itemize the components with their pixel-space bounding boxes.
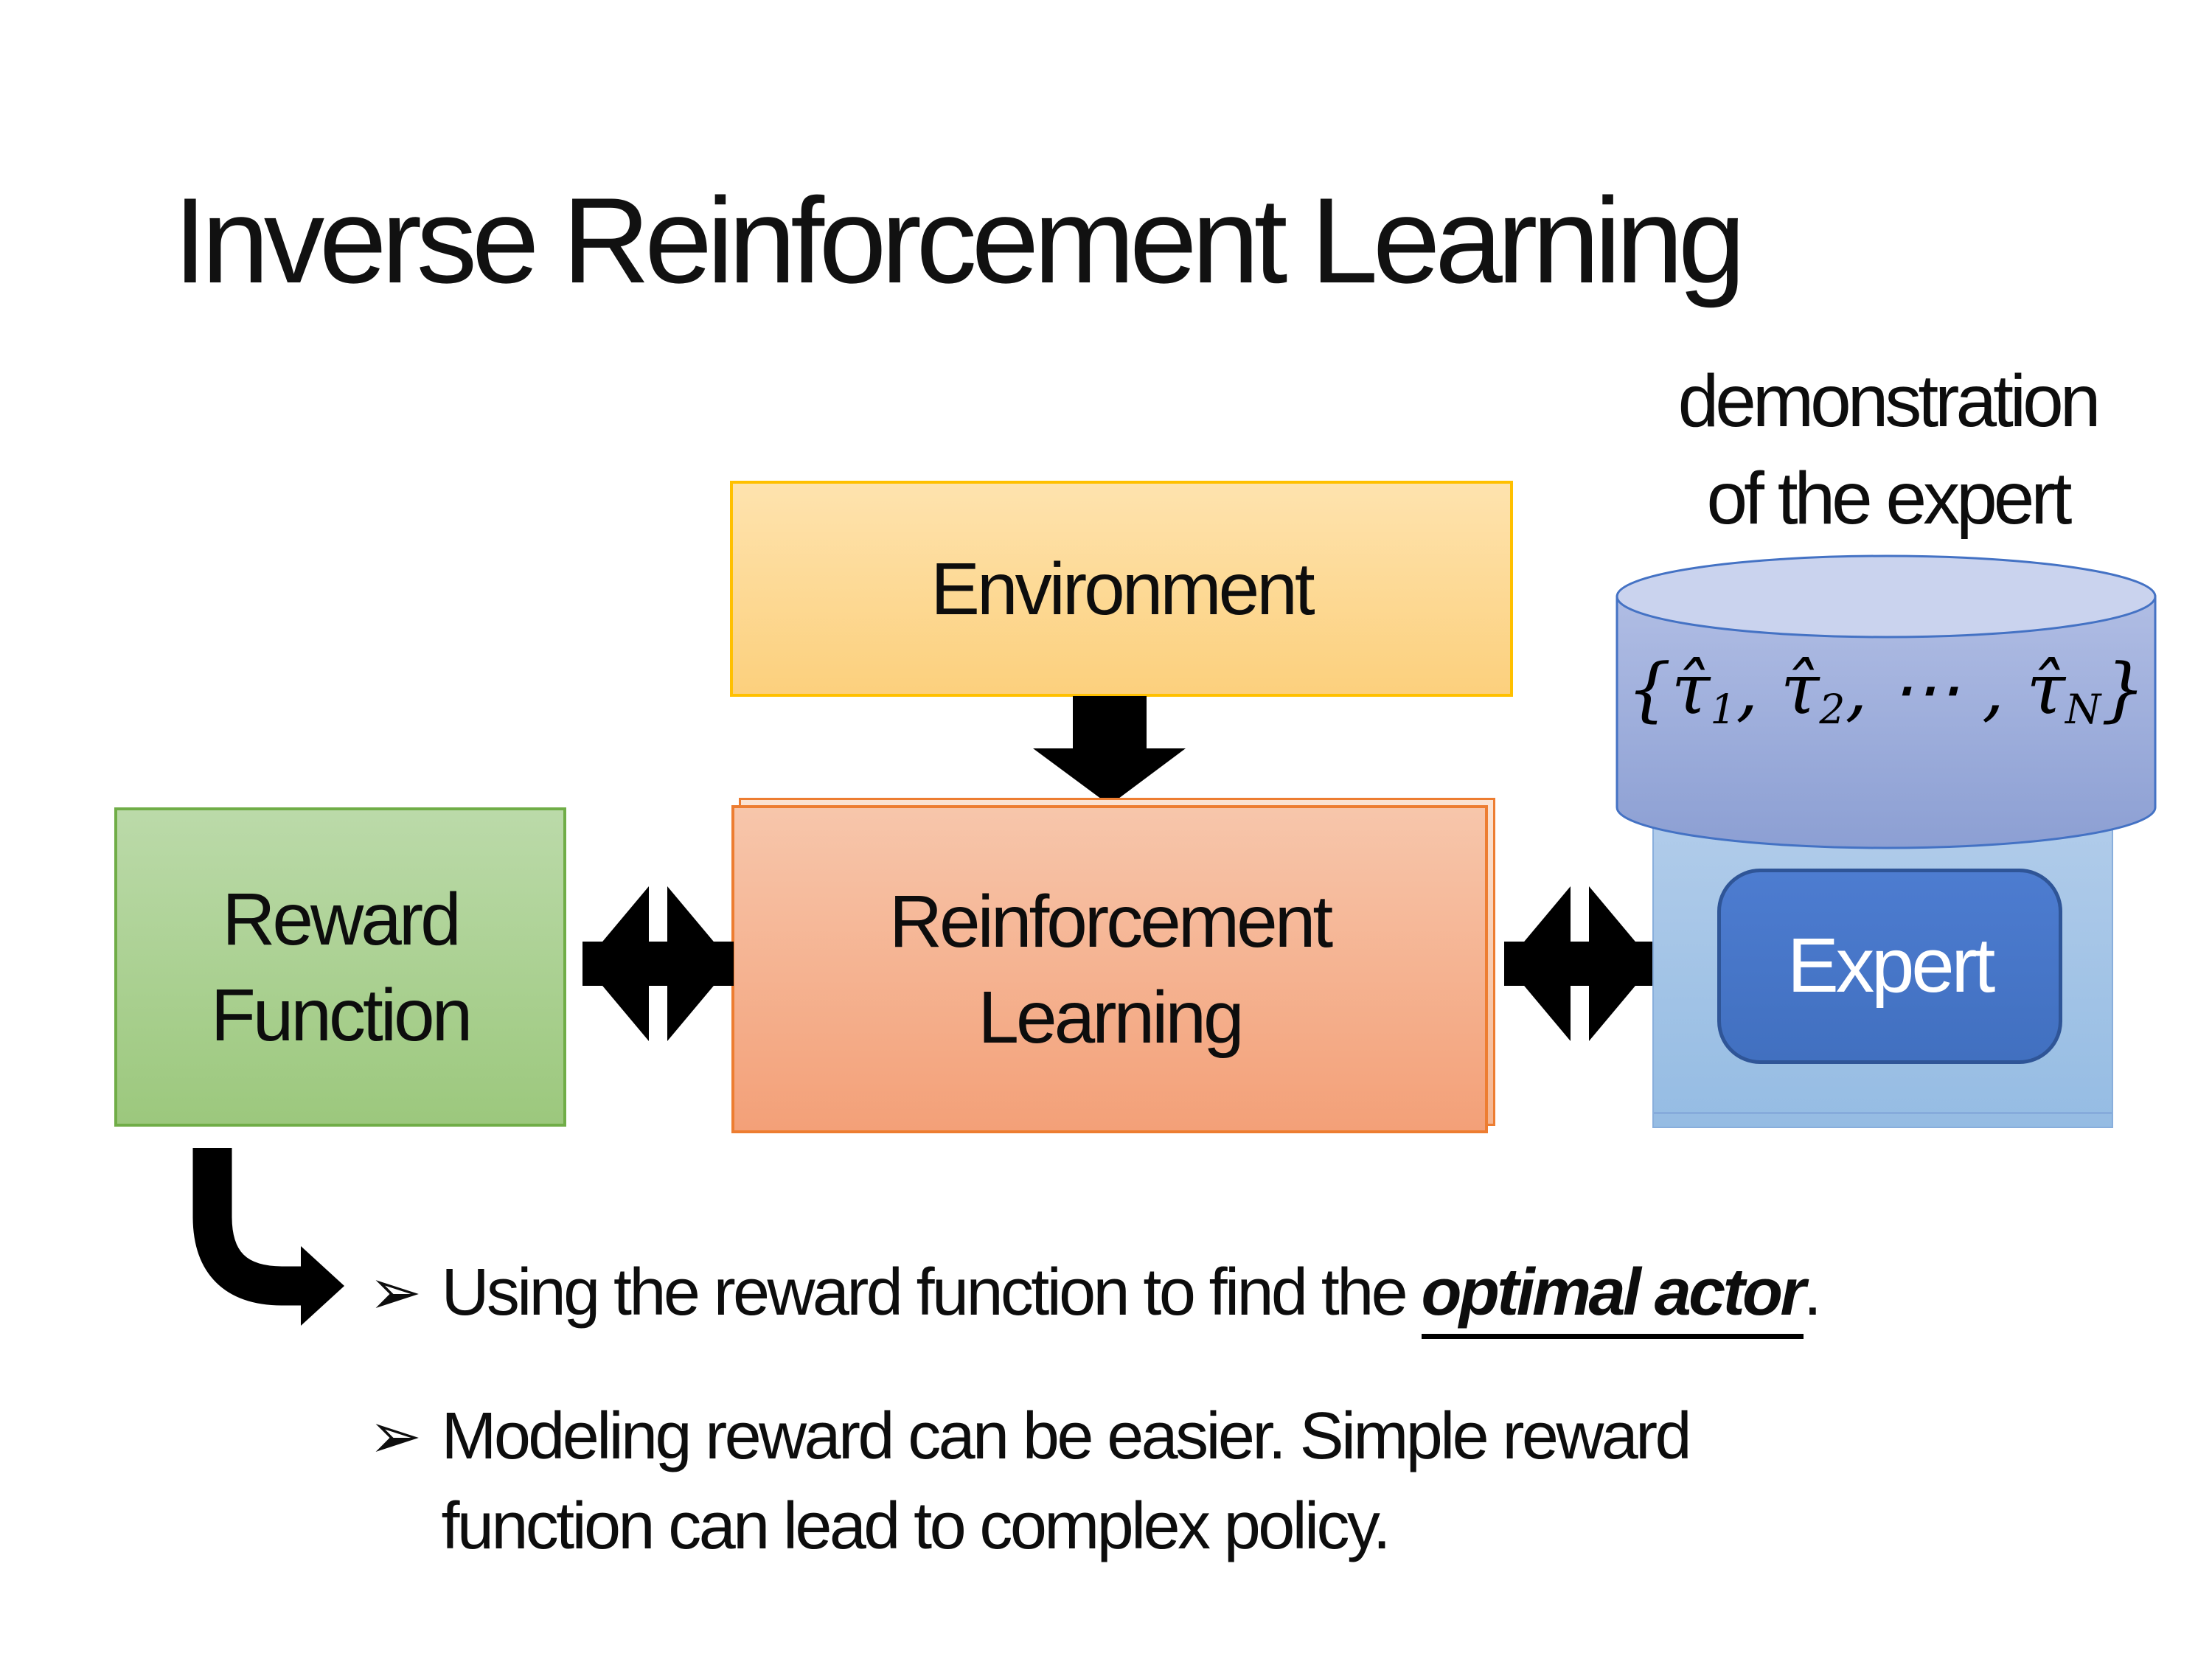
demonstration-label-line2: of the expert [1706,457,2073,540]
bent-arrow-icon [192,1148,344,1326]
bullet-marker-icon: ➢ [369,1401,422,1472]
expert-box-label: Expert [1787,922,1995,1009]
double-arrow-icon [582,886,734,1041]
bullet-item-2: ➢ Modeling reward can be easier. Simple … [369,1392,2028,1571]
expert-panel-divider [1654,1112,2112,1114]
database-cylinder-icon [1615,554,2157,849]
reward-function-box: Reward Function [114,807,566,1127]
reinforcement-learning-label-line1: Reinforcement [888,880,1333,963]
bullet-item-2-text: Modeling reward can be easier. Simple re… [441,1399,1691,1563]
bullet-item-1: ➢ Using the reward function to find the … [369,1248,2175,1339]
reinforcement-learning-box: Reinforcement Learning [731,805,1488,1133]
optimal-actor-emphasis: optimal actor [1421,1256,1806,1339]
page-title: Inverse Reinforcement Learning [173,173,1746,308]
bullet-item-1-text: Using the reward function to find the op… [441,1248,2175,1339]
reward-function-label-line1: Reward [222,877,462,961]
bullet-marker-icon: ➢ [369,1257,422,1328]
demonstration-label: demonstration of the expert [1622,352,2153,547]
double-arrow-icon [1504,886,1655,1041]
environment-box-label: Environment [931,547,1315,630]
trajectory-set-label: {τ̂1, τ̂2, ⋯ , τ̂N} [1627,649,2146,734]
expert-box: Expert [1717,869,2062,1064]
reinforcement-learning-label-line2: Learning [978,975,1244,1059]
environment-box: Environment [730,481,1513,697]
down-arrow-icon [1033,696,1186,805]
demonstration-label-line1: demonstration [1677,360,2101,442]
reward-function-label-line2: Function [210,973,473,1057]
